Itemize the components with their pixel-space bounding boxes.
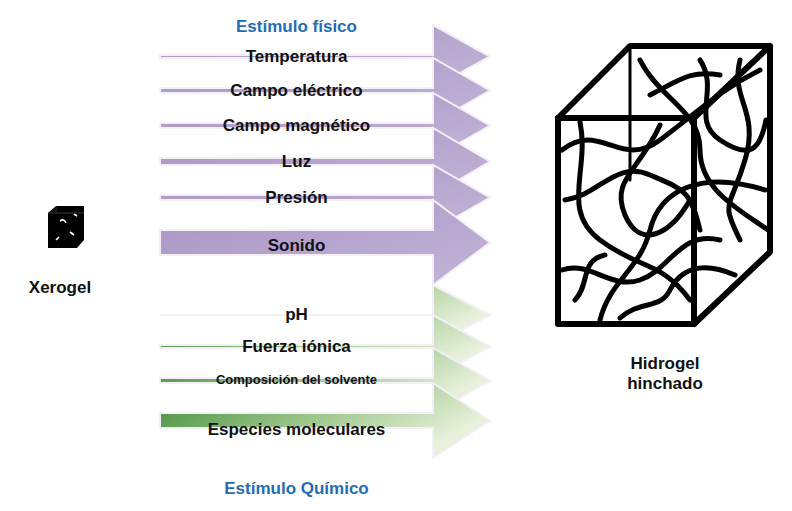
text-holder: Hidrogel hinchado (585, 346, 745, 402)
text-holder: Composición del solvente (160, 378, 433, 383)
stimulus-label: Presión (265, 188, 327, 208)
text-holder: Estímulo Químico (160, 479, 433, 499)
stimulus-label: Campo eléctrico (230, 81, 362, 101)
arrow-shape (160, 383, 490, 458)
text-holder: Especies moleculares (160, 413, 433, 428)
stimulus-arrow: Sonido (160, 200, 490, 285)
stimulus-group: Estímulo físicoTemperaturaCampo eléctric… (160, 0, 490, 320)
stimulus-arrow: Especies moleculares (160, 383, 490, 458)
text-holder: Presión (160, 195, 433, 200)
text-holder: Sonido (160, 230, 433, 255)
specimen-label: Xerogel (29, 278, 91, 298)
stimulus-label: Especies moleculares (208, 420, 386, 440)
stimulus-label: Fuerza iónica (242, 337, 351, 357)
stimulus-label: pH (285, 305, 308, 325)
stimulus-label: Campo magnético (223, 116, 370, 136)
text-holder: Fuerza iónica (160, 345, 433, 348)
text-holder: Campo eléctrico (160, 88, 433, 93)
stimulus-label: Temperatura (246, 47, 348, 67)
stimulus-label: Sonido (268, 236, 326, 256)
xerogel-icon (48, 206, 84, 248)
text-holder: Campo magnético (160, 123, 433, 128)
arrow-shape (160, 200, 490, 285)
specimen-node: Hidrogel hinchado (585, 346, 745, 402)
text-holder: Xerogel (10, 278, 110, 298)
specimen-node: Xerogel (10, 200, 110, 305)
specimen-label: Hidrogel hinchado (610, 354, 720, 393)
text-holder: Luz (160, 158, 433, 165)
text-holder: Temperatura (160, 55, 433, 58)
text-holder: Estímulo físico (160, 17, 433, 37)
group-heading: Estímulo físico (236, 17, 357, 37)
stimulus-label: Composición del solvente (216, 373, 377, 388)
group-heading: Estímulo Químico (224, 479, 369, 499)
hydrogel-icon (558, 46, 770, 324)
stimulus-group: Estímulo Químico pH Fuerza iónicaComposici… (160, 270, 490, 510)
stimulus-label: Luz (282, 152, 311, 172)
